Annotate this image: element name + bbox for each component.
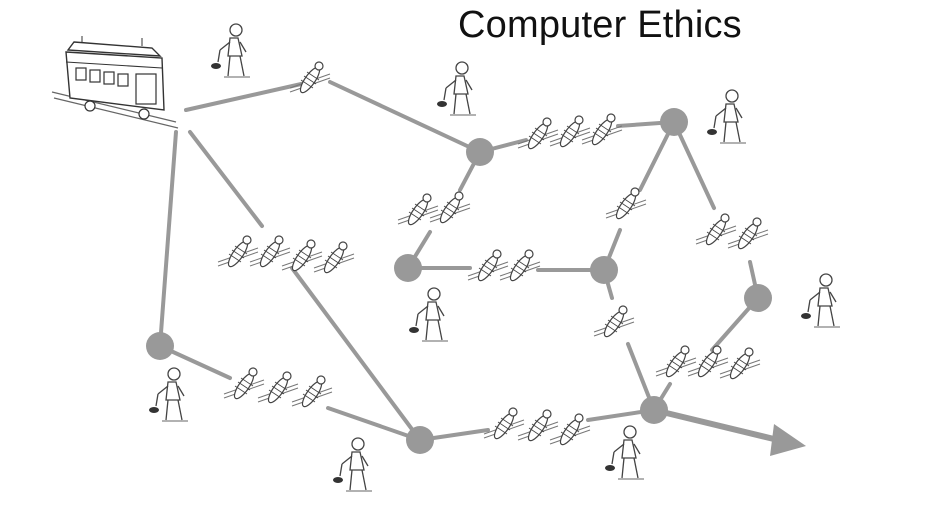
- tied-person-icon: [719, 347, 761, 382]
- tied-person-icon: [217, 235, 259, 270]
- tied-person-icon: [517, 409, 559, 444]
- track-segment: [672, 120, 716, 210]
- track-segment: [290, 266, 422, 442]
- tied-person-icon: [695, 213, 737, 248]
- lever-operator-icon: [604, 425, 645, 480]
- lever-operator-icon: [332, 437, 373, 492]
- tied-person-icon: [655, 345, 697, 380]
- lever-operator-icon: [408, 287, 449, 342]
- lever-operator-icon: [706, 89, 747, 144]
- junction-node: [660, 108, 688, 136]
- tied-person-icon: [549, 413, 591, 448]
- tied-person-icon: [257, 371, 299, 406]
- tied-person-icon: [291, 375, 333, 410]
- junction-node: [466, 138, 494, 166]
- junction-node: [640, 396, 668, 424]
- junction-node: [146, 332, 174, 360]
- junction-nodes: [146, 108, 772, 454]
- lever-operator-icon: [436, 61, 477, 116]
- page-title: Computer Ethics: [458, 4, 742, 46]
- tied-person-icon: [223, 367, 265, 402]
- track-segment: [326, 406, 422, 442]
- path-arrow: [653, 407, 806, 456]
- track-segment: [184, 80, 312, 112]
- tied-person-icon: [397, 193, 439, 228]
- tied-person-icon: [581, 113, 623, 148]
- tied-person-icon: [313, 241, 355, 276]
- lever-operator-icon: [210, 23, 251, 78]
- track-segment: [158, 130, 178, 348]
- tied-person-icon: [549, 115, 591, 150]
- lever-operator-icon: [148, 367, 189, 422]
- tied-person-icon: [289, 61, 331, 96]
- junction-node: [406, 426, 434, 454]
- junction-node: [394, 254, 422, 282]
- track-segment: [328, 80, 482, 154]
- tied-person-icon: [593, 305, 635, 340]
- tied-person-icon: [605, 187, 647, 222]
- tied-person-icon: [429, 191, 471, 226]
- tied-person-icon: [517, 117, 559, 152]
- trolley-icon: [51, 36, 179, 129]
- tied-person-icon: [467, 249, 509, 284]
- tied-person-icon: [727, 217, 769, 252]
- junction-node: [590, 256, 618, 284]
- tied-person-icon: [281, 239, 323, 274]
- lever-operator-icon: [800, 273, 841, 328]
- junction-node: [744, 284, 772, 312]
- track-segment: [188, 130, 264, 228]
- tied-person-icon: [483, 407, 525, 442]
